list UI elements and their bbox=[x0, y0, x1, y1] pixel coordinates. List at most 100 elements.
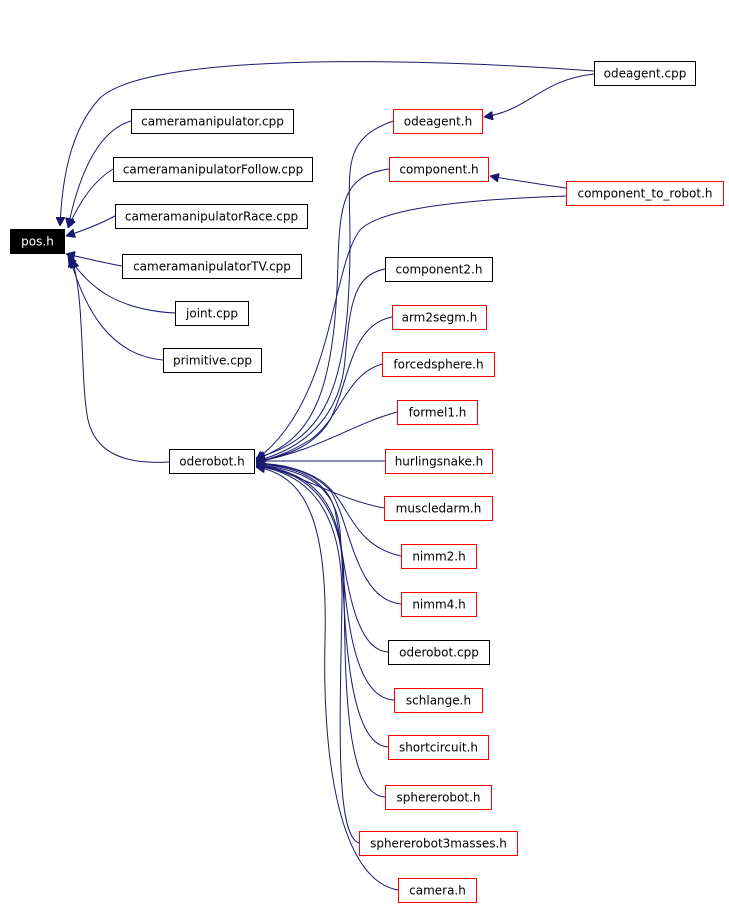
node-primitive-cpp[interactable]: primitive.cpp bbox=[163, 348, 262, 373]
node-sphererobot-h[interactable]: sphererobot.h bbox=[385, 785, 492, 810]
edge-nimm4-h-to-oderobot-h bbox=[256, 464, 402, 605]
edge-component-to-robot-h-to-oderobot-h bbox=[256, 195, 567, 460]
node-label: camera.h bbox=[409, 884, 466, 898]
node-component-h[interactable]: component.h bbox=[389, 157, 489, 182]
node-formel1-h[interactable]: formel1.h bbox=[397, 400, 478, 425]
edge-component-to-robot-h-to-component-h bbox=[490, 176, 567, 189]
node-arm2segm-h[interactable]: arm2segm.h bbox=[392, 305, 487, 330]
node-nimm4-h[interactable]: nimm4.h bbox=[401, 592, 477, 617]
edge-component-h-to-oderobot-h bbox=[256, 168, 390, 459]
node-component2-h[interactable]: component2.h bbox=[385, 257, 493, 282]
node-label: arm2segm.h bbox=[402, 311, 478, 325]
node-camera-h[interactable]: camera.h bbox=[398, 878, 477, 903]
node-label: forcedsphere.h bbox=[393, 358, 483, 372]
node-box bbox=[175, 301, 249, 326]
edge-nimm2-h-to-oderobot-h bbox=[256, 463, 402, 557]
node-box bbox=[388, 640, 490, 665]
node-forcedsphere-h[interactable]: forcedsphere.h bbox=[382, 352, 495, 377]
edge-cameramanipulatorFollow-cpp-to-pos-h bbox=[68, 168, 114, 228]
node-cameramanipulator-cpp[interactable]: cameramanipulator.cpp bbox=[131, 109, 294, 134]
edge-shortcircuit-h-to-oderobot-h bbox=[256, 465, 389, 748]
node-oderobot-cpp[interactable]: oderobot.cpp bbox=[388, 640, 490, 665]
edge-cameramanipulator-cpp-to-pos-h bbox=[68, 120, 132, 227]
edge-sphererobot3masses-h-to-oderobot-h bbox=[256, 466, 360, 844]
node-box bbox=[384, 496, 493, 521]
node-odeagent-cpp[interactable]: odeagent.cpp bbox=[594, 61, 696, 86]
node-label: hurlingsnake.h bbox=[395, 455, 484, 469]
node-box bbox=[115, 204, 308, 229]
nodes-layer: pos.h cameramanipulator.cpp cameramanipula… bbox=[10, 61, 724, 903]
node-joint-cpp[interactable]: joint.cpp bbox=[175, 301, 249, 326]
node-box bbox=[398, 878, 477, 903]
node-label: joint.cpp bbox=[185, 307, 238, 321]
node-box bbox=[385, 449, 493, 474]
node-box bbox=[122, 254, 302, 279]
edge-odeagent-cpp-to-odeagent-h bbox=[484, 73, 595, 117]
edge-odeagent-cpp-to-pos-h bbox=[60, 61, 595, 226]
edge-arm2segm-h-to-oderobot-h bbox=[256, 316, 393, 462]
node-box bbox=[382, 352, 495, 377]
edge-formel1-h-to-oderobot-h bbox=[256, 411, 398, 462]
node-cameramanipulatorTV-cpp[interactable]: cameramanipulatorTV.cpp bbox=[122, 254, 302, 279]
node-label: sphererobot.h bbox=[396, 791, 480, 805]
node-muscledarm-h[interactable]: muscledarm.h bbox=[384, 496, 493, 521]
node-label: nimm4.h bbox=[412, 598, 465, 612]
node-box bbox=[566, 181, 724, 206]
node-box bbox=[594, 61, 696, 86]
node-odeagent-h[interactable]: odeagent.h bbox=[393, 109, 483, 134]
edge-oderobot-cpp-to-oderobot-h bbox=[256, 464, 389, 653]
node-label: muscledarm.h bbox=[396, 502, 482, 516]
node-label: component_to_robot.h bbox=[577, 187, 712, 201]
node-label: formel1.h bbox=[409, 406, 467, 420]
edge-schlange-h-to-oderobot-h bbox=[256, 465, 395, 701]
node-oderobot-h[interactable]: oderobot.h bbox=[169, 449, 255, 474]
node-label: oderobot.cpp bbox=[399, 646, 479, 660]
node-cameramanipulatorFollow-cpp[interactable]: cameramanipulatorFollow.cpp bbox=[113, 157, 313, 182]
node-label: cameramanipulatorFollow.cpp bbox=[123, 163, 303, 177]
node-box bbox=[388, 735, 489, 760]
node-box bbox=[385, 785, 492, 810]
node-box bbox=[10, 229, 65, 254]
node-label: component2.h bbox=[396, 263, 483, 277]
node-label: component.h bbox=[399, 163, 478, 177]
node-label: schlange.h bbox=[406, 694, 471, 708]
node-label: cameramanipulatorRace.cpp bbox=[125, 210, 298, 224]
edge-forcedsphere-h-to-oderobot-h bbox=[256, 363, 383, 462]
node-label: cameramanipulatorTV.cpp bbox=[133, 260, 291, 274]
node-box bbox=[131, 109, 294, 134]
node-schlange-h[interactable]: schlange.h bbox=[394, 688, 483, 713]
node-box bbox=[169, 449, 255, 474]
node-box bbox=[113, 157, 313, 182]
node-sphererobot3masses-h[interactable]: sphererobot3masses.h bbox=[359, 831, 518, 856]
node-label: odeagent.h bbox=[404, 115, 472, 129]
node-label: primitive.cpp bbox=[173, 354, 252, 368]
edge-cameramanipulatorRace-cpp-to-pos-h bbox=[66, 215, 116, 236]
node-pos-h: pos.h bbox=[10, 229, 65, 254]
node-box bbox=[389, 157, 489, 182]
node-shortcircuit-h[interactable]: shortcircuit.h bbox=[388, 735, 489, 760]
node-box bbox=[385, 257, 493, 282]
edge-component2-h-to-oderobot-h bbox=[256, 268, 386, 461]
node-box bbox=[401, 544, 477, 569]
node-cameramanipulatorRace-cpp[interactable]: cameramanipulatorRace.cpp bbox=[115, 204, 308, 229]
node-box bbox=[163, 348, 262, 373]
node-label: cameramanipulator.cpp bbox=[141, 115, 284, 129]
node-label: shortcircuit.h bbox=[399, 741, 478, 755]
edge-camera-h-to-oderobot-h bbox=[256, 467, 399, 891]
node-label: odeagent.cpp bbox=[604, 67, 687, 81]
node-box bbox=[401, 592, 477, 617]
node-box bbox=[393, 109, 483, 134]
edge-odeagent-h-to-oderobot-h bbox=[256, 120, 394, 458]
node-hurlingsnake-h[interactable]: hurlingsnake.h bbox=[385, 449, 493, 474]
node-box bbox=[359, 831, 518, 856]
edge-oderobot-h-to-pos-h bbox=[72, 259, 170, 463]
node-component-to-robot-h[interactable]: component_to_robot.h bbox=[566, 181, 724, 206]
node-box bbox=[394, 688, 483, 713]
edge-cameramanipulatorTV-cpp-to-pos-h bbox=[66, 254, 123, 267]
node-label: oderobot.h bbox=[179, 455, 244, 469]
node-label: nimm2.h bbox=[412, 550, 465, 564]
node-nimm2-h[interactable]: nimm2.h bbox=[401, 544, 477, 569]
edges-layer bbox=[60, 61, 595, 891]
edge-sphererobot-h-to-oderobot-h bbox=[256, 466, 386, 798]
